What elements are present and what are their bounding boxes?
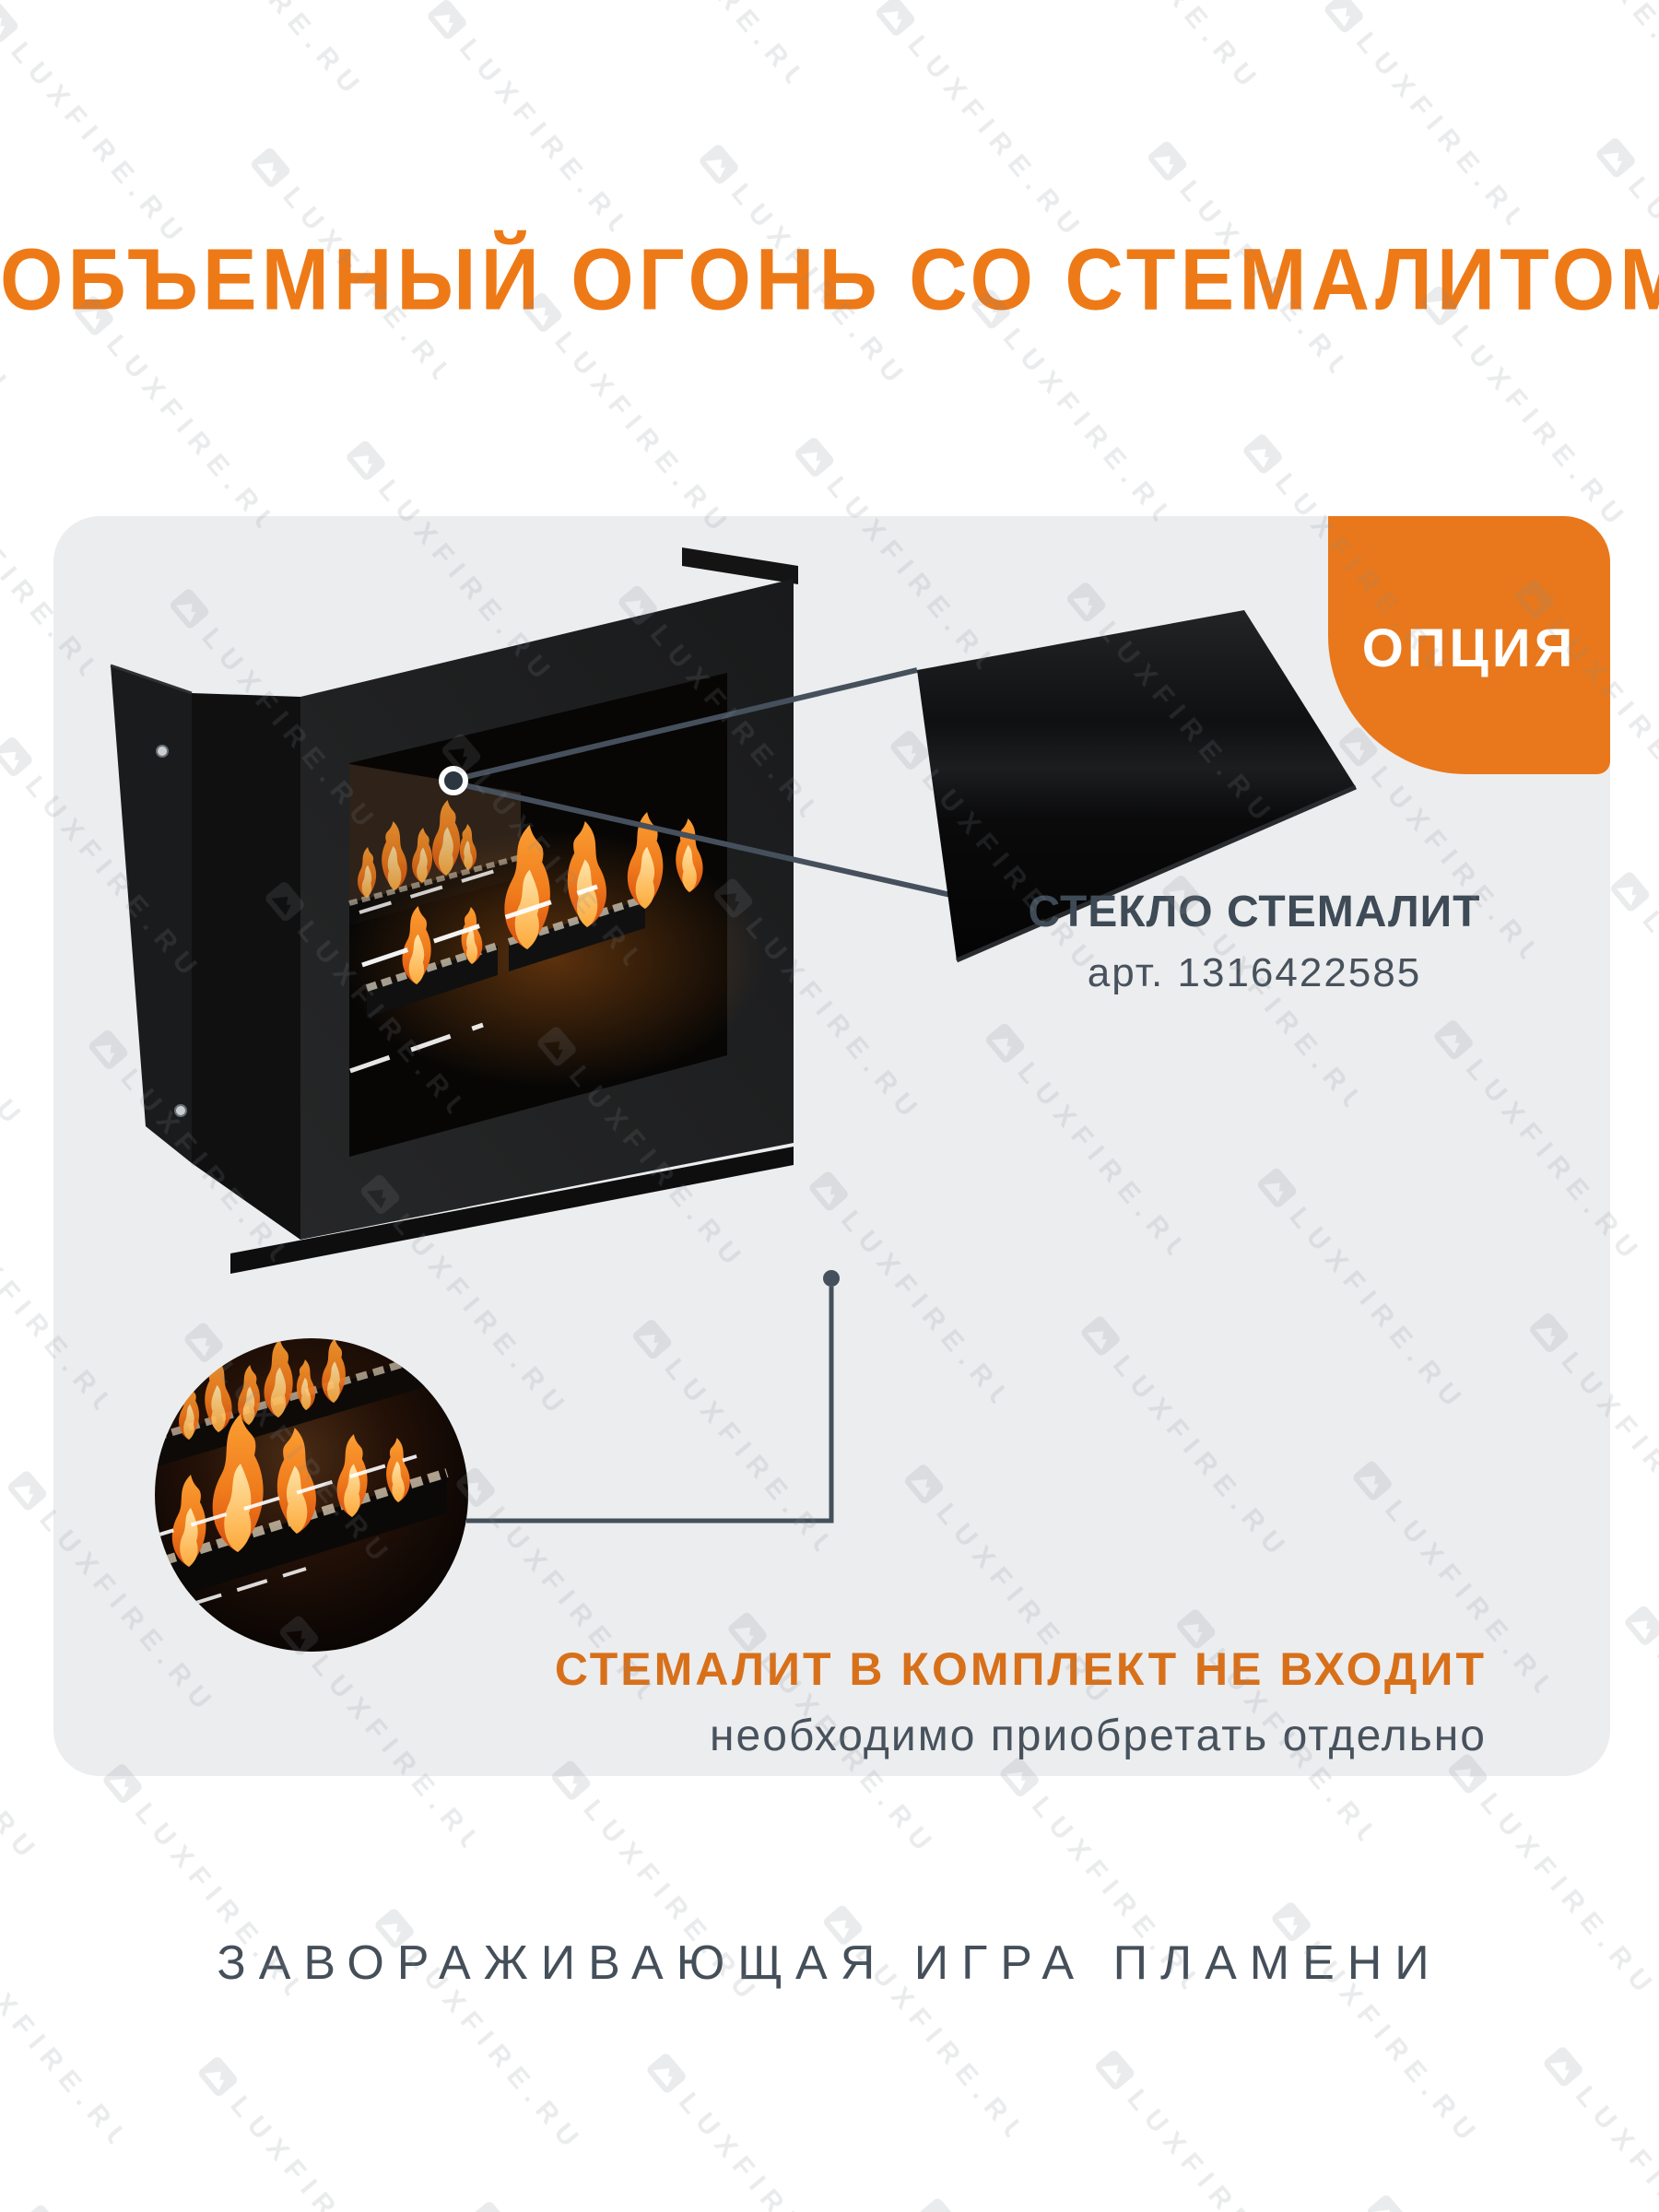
page-title: ОБЪЕМНЫЙ ОГОНЬ СО СТЕМАЛИТОМ [0,229,1659,328]
glass-caption-title: СТЕКЛО СТЕМАЛИТ [1028,888,1481,936]
option-badge: ОПЦИЯ [1328,516,1610,774]
note-line1: СТЕМАЛИТ В КОМПЛЕКТ НЕ ВХОДИТ [554,1643,1487,1695]
note-line2: необходимо приобретать отдельно [709,1712,1487,1760]
glass-caption-sku: арт. 1316422585 [1087,950,1422,995]
option-badge-label: ОПЦИЯ [1361,618,1577,678]
tagline: ЗАВОРАЖИВАЮЩАЯ ИГРА ПЛАМЕНИ [217,1936,1442,1990]
note: СТЕМАЛИТ В КОМПЛЕКТ НЕ ВХОДИТ необходимо… [369,1642,1487,1761]
glass-caption: СТЕКЛО СТЕМАЛИТ арт. 1316422585 [959,887,1549,996]
